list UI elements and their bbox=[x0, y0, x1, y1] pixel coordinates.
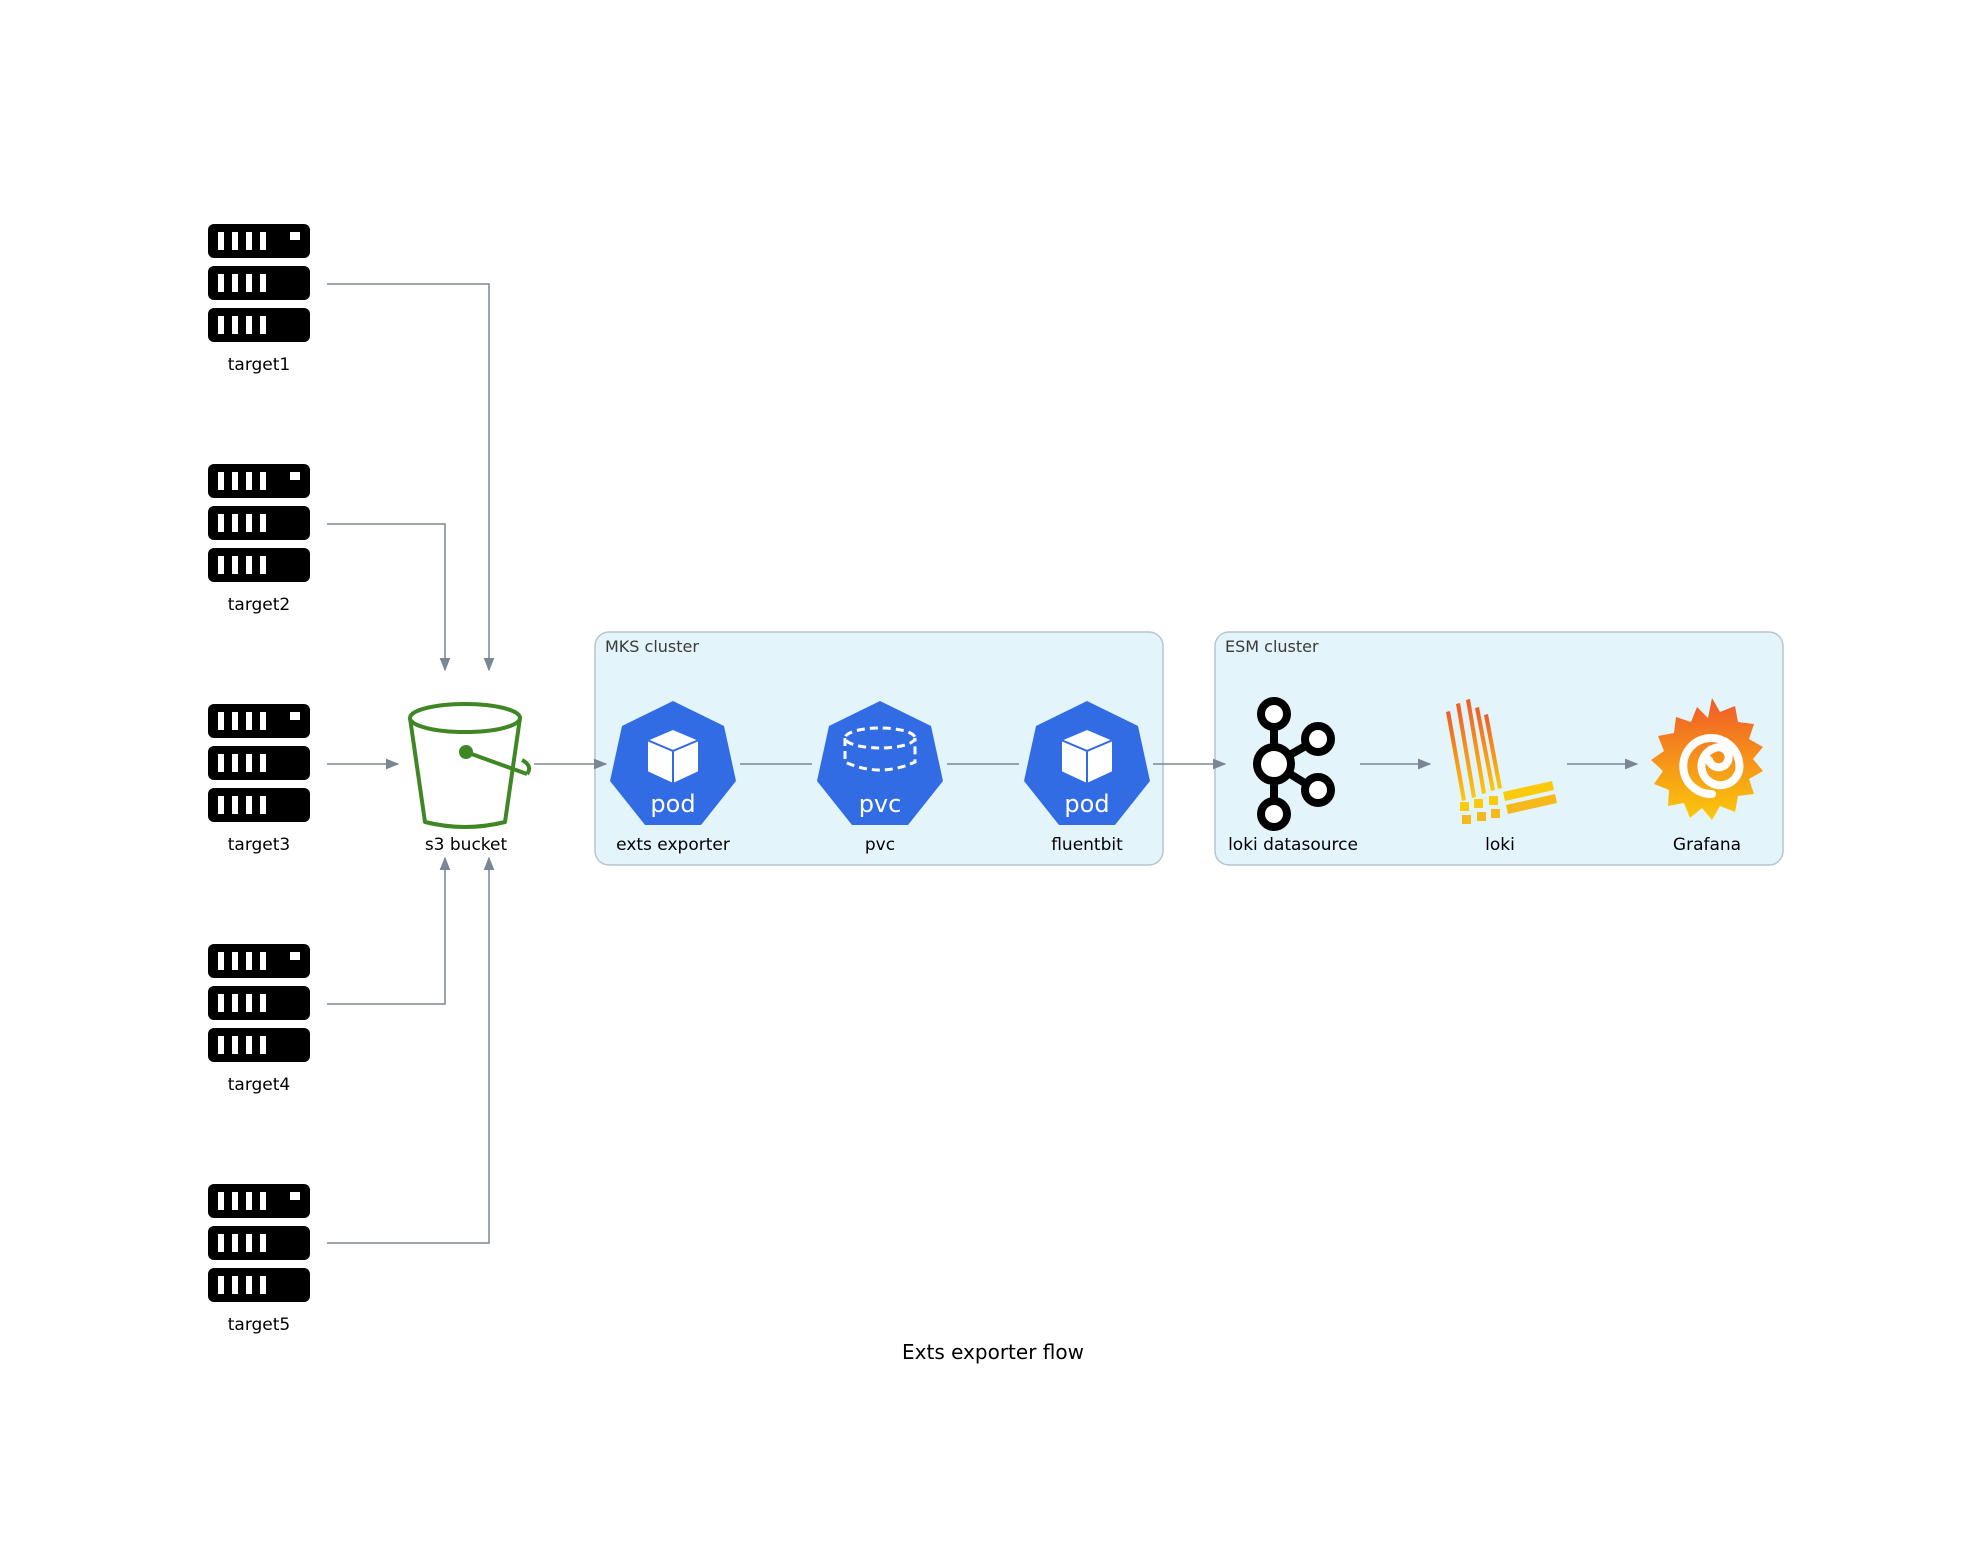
loki-node[interactable]: loki bbox=[1446, 699, 1557, 855]
edge-target2-bucket bbox=[327, 523, 451, 672]
edge-target5-bucket bbox=[327, 856, 495, 1244]
s3-bucket-node[interactable]: s3 bucket bbox=[408, 702, 532, 855]
pvc-badge: pvc bbox=[859, 790, 902, 818]
server-icon bbox=[208, 704, 310, 822]
target-label: target3 bbox=[228, 835, 291, 855]
exts-exporter-label: exts exporter bbox=[616, 835, 730, 855]
target-node-3[interactable]: target3 bbox=[208, 704, 310, 855]
fluentbit-node[interactable]: pod fluentbit bbox=[1024, 701, 1150, 855]
exts-exporter-node[interactable]: pod exts exporter bbox=[610, 701, 736, 855]
target-node-2[interactable]: target2 bbox=[208, 464, 310, 615]
loki-label: loki bbox=[1485, 835, 1515, 855]
kafka-icon bbox=[1253, 697, 1335, 831]
bucket-label: s3 bucket bbox=[425, 835, 508, 855]
mks-cluster-label: MKS cluster bbox=[605, 637, 699, 656]
grafana-node[interactable]: Grafana bbox=[1651, 698, 1763, 855]
target-label: target2 bbox=[228, 595, 291, 615]
target-node-4[interactable]: target4 bbox=[208, 944, 310, 1095]
server-icon bbox=[208, 464, 310, 582]
grafana-label: Grafana bbox=[1673, 835, 1741, 855]
pvc-label: pvc bbox=[865, 835, 895, 855]
k8s-pvc-icon: pvc bbox=[817, 701, 943, 825]
server-icon bbox=[208, 944, 310, 1062]
grafana-icon bbox=[1651, 698, 1763, 820]
target-node-5[interactable]: target5 bbox=[208, 1184, 310, 1335]
server-icon bbox=[208, 1184, 310, 1302]
target-label: target1 bbox=[228, 355, 291, 375]
loki-icon bbox=[1446, 699, 1557, 824]
target-label: target5 bbox=[228, 1315, 291, 1335]
edges bbox=[327, 283, 1639, 1244]
edge-target1-bucket bbox=[327, 283, 495, 672]
fluentbit-label: fluentbit bbox=[1051, 835, 1123, 855]
k8s-pod-icon: pod bbox=[610, 701, 736, 825]
pvc-node[interactable]: pvc pvc bbox=[817, 701, 943, 855]
target-label: target4 bbox=[228, 1075, 291, 1095]
esm-cluster-box bbox=[1214, 631, 1784, 866]
edge-target4-bucket bbox=[327, 856, 451, 1005]
target-node-1[interactable]: target1 bbox=[208, 224, 310, 375]
k8s-pod-icon: pod bbox=[1024, 701, 1150, 825]
esm-cluster-label: ESM cluster bbox=[1225, 637, 1319, 656]
diagram-caption: Exts exporter flow bbox=[902, 1340, 1084, 1364]
pod-badge: pod bbox=[1064, 790, 1109, 818]
pod-badge: pod bbox=[650, 790, 695, 818]
bucket-icon bbox=[408, 702, 532, 829]
loki-datasource-node[interactable]: loki datasource bbox=[1228, 697, 1358, 855]
server-icon bbox=[208, 224, 310, 342]
loki-datasource-label: loki datasource bbox=[1228, 835, 1358, 855]
